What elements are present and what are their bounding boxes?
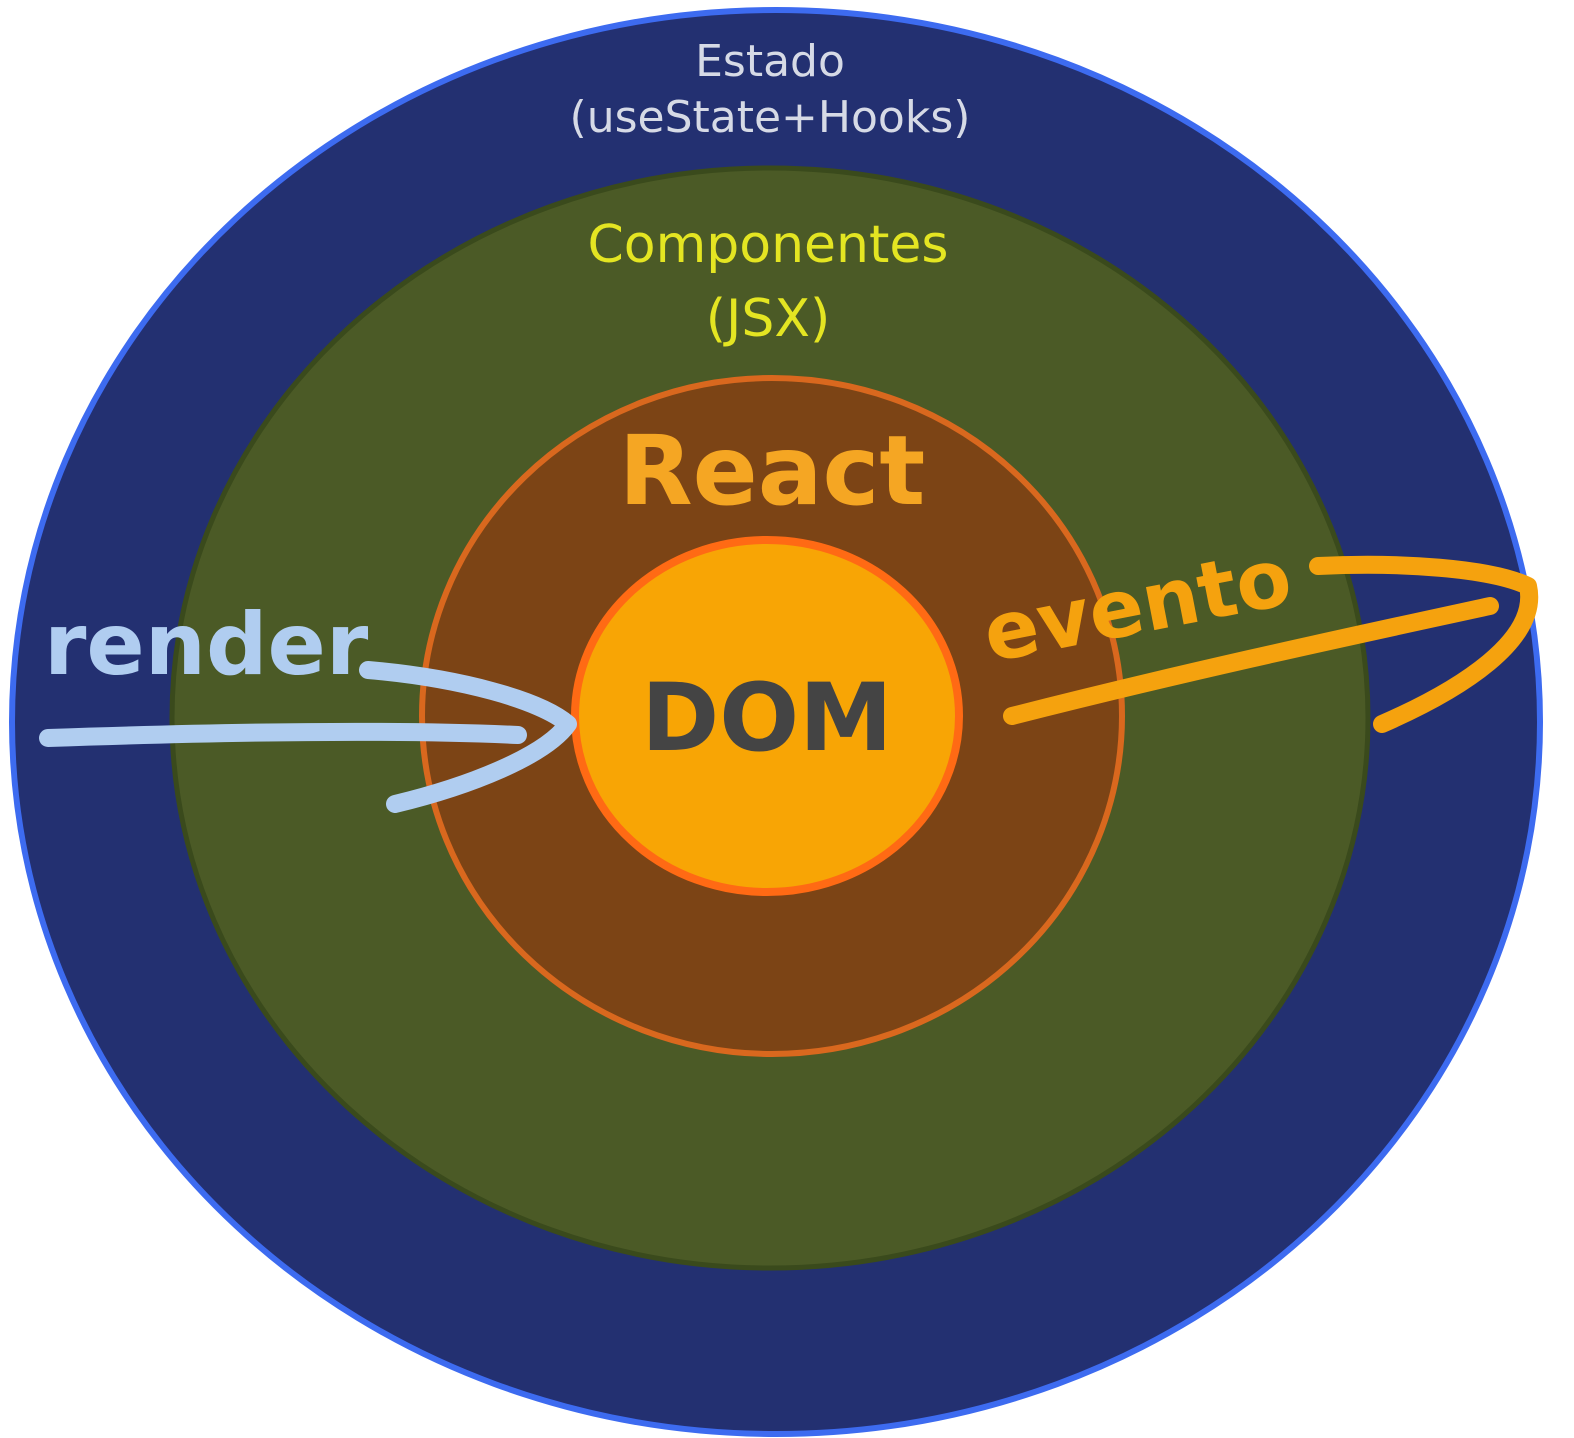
- render-arrow-stroke: [39, 722, 527, 747]
- dom-core: [571, 536, 963, 896]
- evento-arrow: [1003, 555, 1539, 733]
- render-label: render: [44, 595, 369, 695]
- state-subtitle: (useState+Hooks): [570, 92, 971, 143]
- evento-arrow-stroke: [1003, 597, 1499, 725]
- components-subtitle: (JSX): [706, 289, 831, 349]
- render-arrowhead: [359, 661, 577, 813]
- state-title: Estado: [695, 36, 845, 87]
- components-title: Componentes: [588, 215, 949, 275]
- dom-title: DOM: [641, 664, 892, 773]
- evento-arrowhead: [1309, 555, 1539, 733]
- render-arrow: [39, 661, 577, 813]
- react-title: React: [619, 415, 926, 527]
